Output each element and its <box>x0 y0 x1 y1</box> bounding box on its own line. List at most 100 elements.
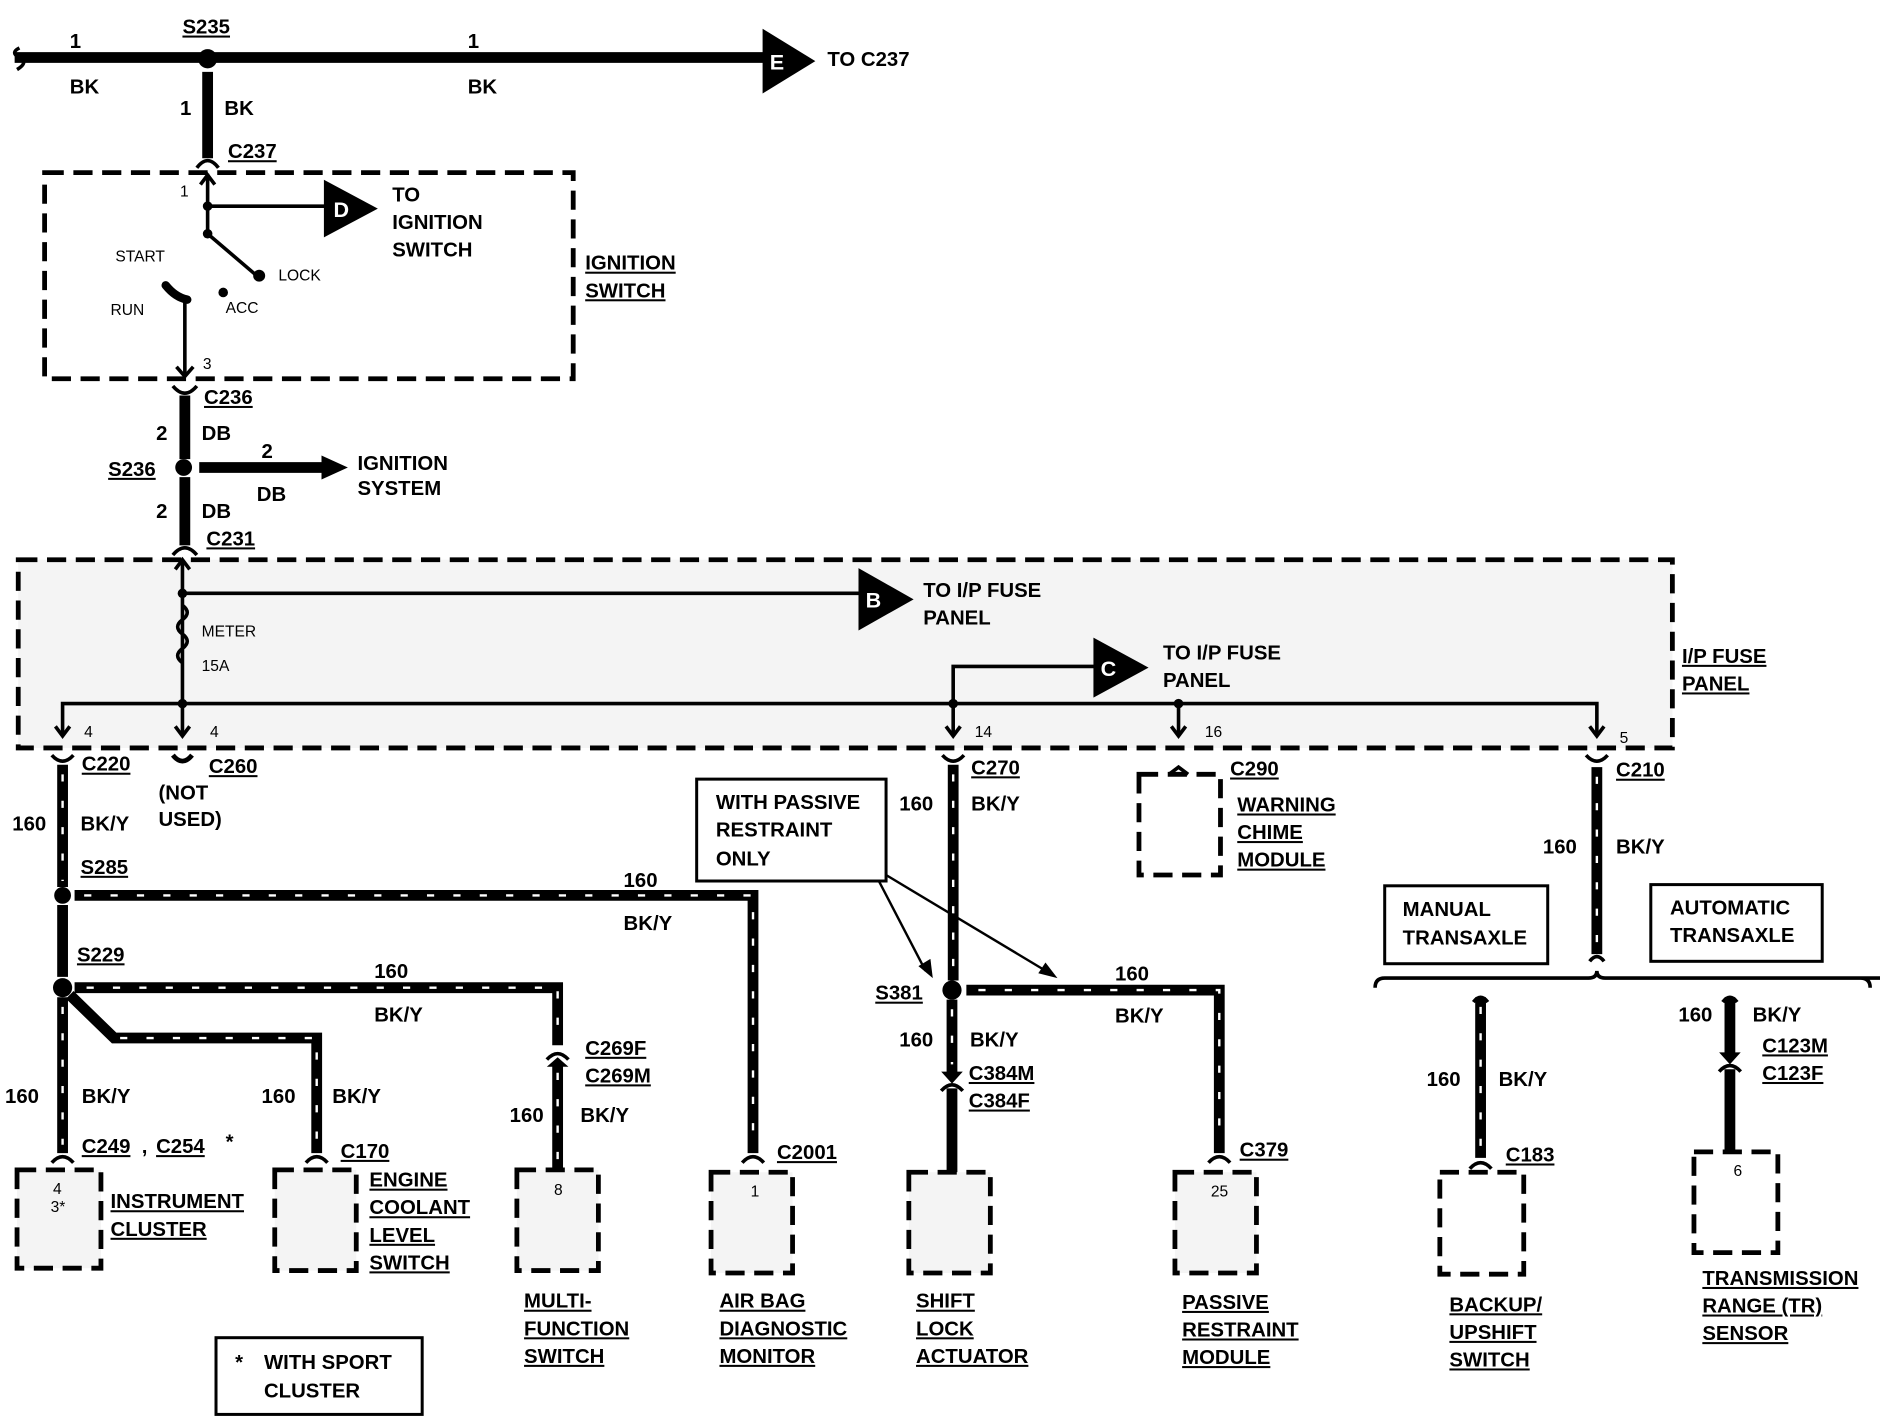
circuit-number: 1 <box>180 98 191 120</box>
connector-c249-icon <box>50 1154 75 1164</box>
connector-label-c220: C220 <box>82 754 131 776</box>
connector-label-c183: C183 <box>1506 1144 1555 1166</box>
pin-arrow-icon <box>198 172 217 186</box>
wire-s229-to-c170 <box>66 991 323 1154</box>
shift-lock-actuator: SHIFT LOCK ACTUATOR <box>906 1169 1029 1368</box>
arrow-d-label-line-3: SWITCH <box>392 240 472 262</box>
instrument-cluster-name-line-1: INSTRUMENT <box>111 1191 245 1213</box>
fuse-panel-name-line-2: PANEL <box>1682 673 1750 695</box>
warning-chime-name-line-3: MODULE <box>1237 850 1325 872</box>
warning-chime-name-line-2: CHIME <box>1237 822 1303 844</box>
output-pin-c210: 5 <box>1620 730 1629 747</box>
lock-contact <box>253 269 266 282</box>
tr-sensor-name-line-3: SENSOR <box>1702 1323 1788 1345</box>
left-branch-group: 160 BK/Y S285 160 BK/Y S229 160 BK/Y 160… <box>5 764 759 1173</box>
wire-color: BK/Y <box>332 1086 381 1108</box>
passive-note-line-2: RESTRAINT <box>716 820 833 842</box>
legend-asterisk: * <box>235 1352 243 1374</box>
connector-c231-icon <box>171 546 199 557</box>
coolant-switch-name-line-3: LEVEL <box>369 1225 435 1247</box>
connector-c269f-icon <box>545 1051 570 1061</box>
shift-lock-name-line-3: ACTUATOR <box>916 1346 1029 1368</box>
coolant-switch-name-line-4: SWITCH <box>369 1252 449 1274</box>
connector-c123m-icon <box>1719 1052 1741 1065</box>
component-box <box>708 1169 795 1276</box>
automatic-transaxle-box <box>1649 883 1824 963</box>
sport-cluster-legend: * WITH SPORT CLUSTER <box>214 1336 424 1416</box>
output-pin-c260: 4 <box>210 724 219 741</box>
tr-sensor-name-line-1: TRANSMISSION <box>1702 1268 1858 1290</box>
circuit-number: 160 <box>510 1105 544 1127</box>
legend-line-2: CLUSTER <box>264 1381 360 1403</box>
arrow-e-icon <box>762 28 816 94</box>
passive-note-line-3: ONLY <box>716 848 771 870</box>
passive-restraint-note-box <box>695 777 888 883</box>
position-lock: LOCK <box>278 267 321 284</box>
connector-c2001-icon <box>740 1154 766 1164</box>
connector-c170-icon <box>304 1154 329 1164</box>
legend-line-1: WITH SPORT <box>264 1352 392 1374</box>
connector-label-c123m: C123M <box>1762 1035 1828 1057</box>
wire-color: BK/Y <box>580 1105 629 1127</box>
connector-label-c237: C237 <box>228 141 277 163</box>
note-pointer-arrow-icon <box>1038 962 1058 979</box>
wire-color: BK/Y <box>82 1086 131 1108</box>
fuse-name: METER <box>202 623 257 640</box>
not-used-line-2: USED) <box>158 809 221 831</box>
circuit-number: 160 <box>1115 963 1149 985</box>
splice-label-s236: S236 <box>108 459 156 481</box>
connector-label-c2001: C2001 <box>777 1142 837 1164</box>
switch-contact-arm <box>206 232 258 278</box>
arrow-b-icon <box>858 568 914 631</box>
not-used-line-1: (NOT <box>158 783 208 805</box>
top-wire-group: S235 1 BK 1 BK E TO C237 1 BK C237 <box>12 17 910 169</box>
automatic-transaxle-line-2: TRANSAXLE <box>1670 925 1794 947</box>
transmission-range-sensor: 6 TRANSMISSION RANGE (TR) SENSOR <box>1691 1149 1858 1345</box>
right-branch-group: 160 BK/Y MANUAL TRANSAXLE AUTOMATIC TRAN… <box>1373 767 1880 1170</box>
ignition-switch-name-line-2: SWITCH <box>585 280 665 302</box>
position-acc: ACC <box>226 300 259 317</box>
wire-break-icon <box>1588 954 1606 963</box>
ignition-switch-group: 1 D TO IGNITION SWITCH START LOCK RUN AC… <box>42 170 676 382</box>
connector-c123f-icon <box>1717 1063 1743 1073</box>
ignition-system-label-line-1: IGNITION <box>357 453 447 475</box>
connector-label-c269m: C269M <box>585 1065 651 1087</box>
wire-color: BK/Y <box>1616 836 1665 858</box>
pin-number: 6 <box>1734 1163 1743 1180</box>
circuit-number: 1 <box>468 31 479 53</box>
output-pin-c220: 4 <box>84 724 93 741</box>
circuit-number: 1 <box>70 31 81 53</box>
sport-cluster-asterisk: * <box>226 1131 234 1153</box>
connector-label-c270: C270 <box>971 757 1020 779</box>
note-pointer-line <box>877 880 927 972</box>
engine-coolant-level-switch: C170 ENGINE COOLANT LEVEL SWITCH <box>272 1141 471 1274</box>
pin-arrow-icon <box>175 365 195 380</box>
pin-arrow-icon <box>1588 725 1606 739</box>
wire-color: BK <box>224 98 254 120</box>
splice-dot-s235 <box>198 49 218 69</box>
wire-color: BK/Y <box>374 1004 423 1026</box>
arrow-letter-b: B <box>866 588 882 613</box>
legend-box <box>214 1336 424 1416</box>
position-run: RUN <box>111 302 145 319</box>
arrow-d-label-line-2: IGNITION <box>392 212 482 234</box>
passive-restraint-module: C379 25 PASSIVE RESTRAINT MODULE <box>1172 1140 1299 1369</box>
connector-label-c269f: C269F <box>585 1038 646 1060</box>
pin-arrow-icon <box>173 556 192 571</box>
output-pin-c290: 16 <box>1205 724 1222 741</box>
component-box <box>1136 771 1223 878</box>
connector-label-c170: C170 <box>341 1141 390 1163</box>
splice-dot-s236 <box>175 459 193 476</box>
fuse-rating: 15A <box>202 658 230 675</box>
wire-color: BK <box>70 76 100 98</box>
arrow-letter-c: C <box>1101 656 1117 681</box>
acc-contact <box>218 287 228 298</box>
connector-c210-icon <box>1584 753 1609 763</box>
circuit-number: 2 <box>156 423 167 445</box>
pin-number: 25 <box>1211 1183 1229 1200</box>
pin-arrow-icon <box>944 725 962 739</box>
tracer-stripe <box>120 1036 318 1145</box>
arrow-c-icon <box>1093 637 1149 698</box>
splice-label-s381: S381 <box>875 983 923 1005</box>
